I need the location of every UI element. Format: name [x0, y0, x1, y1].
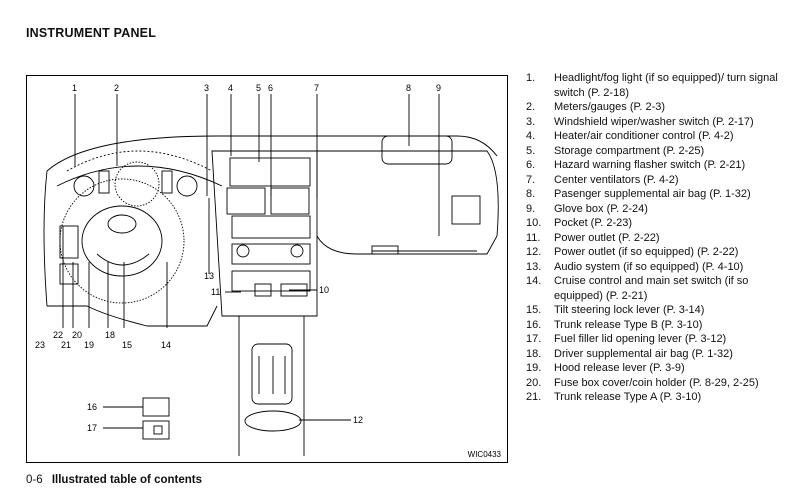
list-item: 7.Center ventilators (P. 4-2): [526, 173, 679, 186]
callout-22: 22: [53, 330, 64, 340]
callout-17: 17: [87, 423, 98, 433]
callout-4: 4: [228, 83, 234, 93]
figure-code: WIC0433: [467, 450, 501, 459]
page-footer: 0-6 Illustrated table of contents: [26, 474, 202, 486]
dashboard-line-drawing: [43, 94, 499, 456]
list-item: 1.Headlight/fog light (if so equipped)/ …: [526, 72, 778, 99]
list-item: 4.Heater/air conditioner control (P. 4-2…: [526, 130, 734, 142]
callout-21: 21: [61, 340, 72, 350]
callout-16: 16: [87, 402, 98, 412]
list-item: 12.Power outlet (if so equipped) (P. 2-2…: [526, 246, 739, 258]
instrument-panel-illustration: 1 2 3 4 5 6 7 8 9 10 11 12 13 14 15 16 1…: [26, 75, 508, 463]
callout-15: 15: [122, 340, 133, 350]
callout-12: 12: [353, 415, 364, 425]
callout-2: 2: [114, 83, 120, 93]
list-item: 19.Hood release lever (P. 3-9): [526, 362, 685, 374]
list-item: 17.Fuel filler lid opening lever (P. 3-1…: [526, 333, 727, 345]
callout-23: 23: [35, 340, 46, 350]
callout-20: 20: [72, 330, 83, 340]
list-item: 2.Meters/gauges (P. 2-3): [526, 101, 666, 113]
list-item: 9.Glove box (P. 2-24): [526, 202, 648, 215]
callout-8: 8: [406, 83, 412, 93]
page-number: 0-6: [26, 474, 43, 486]
callout-6: 6: [268, 83, 274, 93]
callout-14: 14: [161, 340, 172, 350]
list-item: 14.Cruise control and main set switch (i…: [526, 275, 749, 302]
list-item: 10.Pocket (P. 2-23): [526, 217, 633, 229]
callout-5: 5: [256, 83, 262, 93]
list-item: 3.Windshield wiper/washer switch (P. 2-1…: [526, 115, 754, 128]
list-item: 8.Pasenger supplemental air bag (P. 1-32…: [526, 188, 751, 200]
callout-18: 18: [105, 330, 116, 340]
callout-7: 7: [314, 83, 320, 93]
list-item: 18.Driver supplemental air bag (P. 1-32): [526, 347, 733, 360]
list-item: 6.Hazard warning flasher switch (P. 2-21…: [526, 159, 746, 171]
list-item: 13.Audio system (if so equipped) (P. 4-1…: [526, 260, 744, 273]
callout-13: 13: [204, 271, 215, 281]
callout-1: 1: [72, 83, 78, 93]
callout-9: 9: [436, 83, 442, 93]
component-list: 1.Headlight/fog light (if so equipped)/ …: [526, 71, 788, 405]
callout-10: 10: [319, 285, 330, 295]
list-item: 20.Fuse box cover/coin holder (P. 8-29, …: [526, 376, 759, 389]
callout-19: 19: [84, 340, 95, 350]
callout-3: 3: [204, 83, 210, 93]
list-item: 21.Trunk release Type A (P. 3-10): [526, 391, 702, 403]
list-item: 5.Storage compartment (P. 2-25): [526, 144, 705, 157]
list-item: 15.Tilt steering lock lever (P. 3-14): [526, 304, 705, 316]
list-item: 16.Trunk release Type B (P. 3-10): [526, 318, 703, 331]
list-item: 11.Power outlet (P. 2-22): [526, 231, 660, 244]
section-title: Illustrated table of contents: [51, 474, 202, 486]
callout-11: 11: [211, 287, 221, 297]
page-title: INSTRUMENT PANEL: [26, 26, 157, 40]
